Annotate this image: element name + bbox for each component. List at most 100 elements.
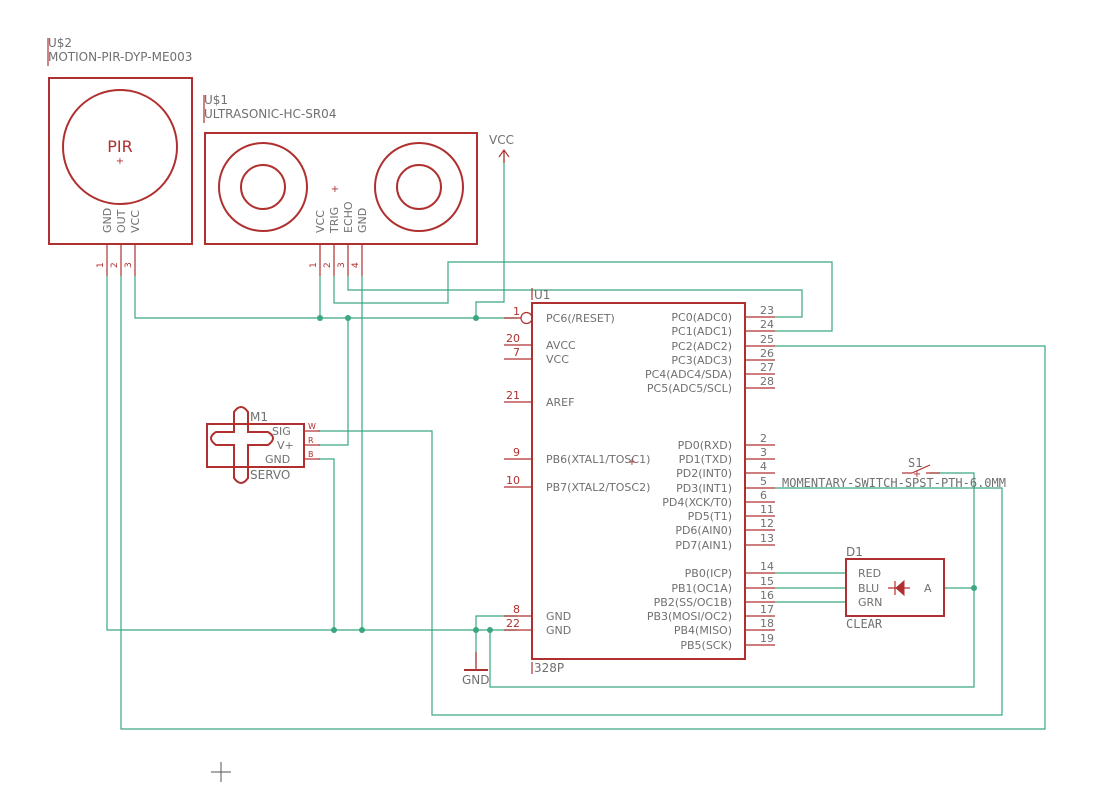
gnd-label: GND (462, 673, 490, 687)
junction (473, 627, 479, 633)
mcu-pin-number: 6 (760, 489, 767, 502)
ultrasonic-body (204, 132, 478, 245)
ultrasonic-value: ULTRASONIC-HC-SR04 (204, 107, 336, 121)
origin-cross-icon: + (628, 457, 636, 468)
switch[interactable]: S1 MOMENTARY-SWITCH-SPST-PTH-6.0MM + (782, 456, 1006, 490)
mcu-pin-name: PC5(ADC5/SCL) (647, 382, 732, 395)
ultrasonic-pin-name: TRIG (328, 207, 341, 234)
rgb-led[interactable]: D1 CLEAR RED BLU GRN A (845, 545, 945, 631)
mcu-pin-number: 8 (513, 603, 520, 616)
mcu-pin-number: 19 (760, 632, 774, 645)
mcu-pin-name: PC0(ADC0) (671, 311, 732, 324)
origin-cross-icon: + (331, 184, 339, 195)
ultrasonic-pin-name: ECHO (342, 201, 355, 233)
ultrasonic-pin-number: 4 (351, 262, 361, 268)
wire-vcc-servo (318, 318, 349, 446)
mcu-pin-number: 9 (513, 446, 520, 459)
servo-value: SERVO (250, 468, 290, 482)
mcu-pin-name: PC4(ADC4/SDA) (645, 368, 732, 381)
mcu-pin-name: PD3(INT1) (676, 482, 732, 495)
mcu-pin-number: 11 (760, 503, 774, 516)
transducer-right-icon (374, 142, 464, 232)
servo-horn-icon (210, 406, 274, 484)
wire-trig (333, 261, 833, 332)
wire-vcc-net (134, 276, 517, 319)
ultrasonic-sensor[interactable]: U$1 ULTRASONIC-HC-SR04 + VCC TRIG ECHO G… (203, 93, 478, 276)
mcu-pin-number: 27 (760, 361, 774, 374)
mcu-pin-number: 21 (506, 389, 520, 402)
servo-refdes: M1 (250, 410, 268, 424)
mcu-pin-name: AREF (546, 396, 574, 409)
servo-pin-name: GND (265, 453, 290, 466)
switch-refdes: S1 (908, 456, 922, 470)
vcc-supply[interactable]: VCC (489, 133, 514, 163)
mcu-pin-name: PB2(SS/OC1B) (654, 596, 732, 609)
mcu-pin-name: PD7(AIN1) (675, 539, 732, 552)
transducer-left-inner-icon (240, 164, 286, 210)
mcu-pin-number: 15 (760, 575, 774, 588)
mcu-pin-number: 1 (513, 305, 520, 318)
mcu-pin-name: PD1(TXD) (679, 453, 732, 466)
mcu-pin-number: 4 (760, 460, 767, 473)
mcu-pin-name: VCC (546, 353, 569, 366)
mcu-pin-number: 18 (760, 617, 774, 630)
wire-servo-sig (318, 430, 1003, 716)
mcu-pin-number: 25 (760, 333, 774, 346)
junction (345, 315, 351, 321)
ultrasonic-pin-number: 2 (323, 262, 333, 268)
mcu-pin-name: PD6(AIN0) (675, 524, 732, 537)
servo-pin-tag: B (308, 450, 314, 459)
wire-pir-out (120, 276, 1046, 730)
switch-lever-icon (911, 464, 931, 474)
mcu-pin-name: AVCC (546, 339, 576, 352)
mcu-pin-name: PD4(XCK/T0) (662, 496, 732, 509)
wire-gnd-net (106, 276, 517, 631)
mcu-pin-name: PB3(MOSI/OC2) (647, 610, 732, 623)
mcu-pin-number: 23 (760, 304, 774, 317)
wires (106, 150, 1046, 730)
led-pin-name: RED (858, 567, 881, 580)
mcu-pin-number: 5 (760, 475, 767, 488)
mcu-pin-number: 13 (760, 532, 774, 545)
gnd-supply[interactable]: GND (462, 652, 490, 687)
mcu-pin-number: 3 (760, 446, 767, 459)
mcu-pin-number: 16 (760, 589, 774, 602)
mcu-pin-name: PB5(SCK) (680, 639, 732, 652)
mcu-pin-number: 28 (760, 375, 774, 388)
pir-sensor[interactable]: U$2 MOTION-PIR-DYP-ME003 PIR + GND OUT V… (47, 36, 193, 276)
mcu-body (531, 302, 746, 660)
mcu-pin-number: 10 (506, 474, 520, 487)
ultrasonic-pin-number: 3 (337, 262, 347, 268)
mcu-pin-name: PC1(ADC1) (671, 325, 732, 338)
mcu-pin-name: PC3(ADC3) (671, 354, 732, 367)
pir-pin-number: 2 (110, 262, 120, 268)
junction (331, 627, 337, 633)
mcu-pin-number: 7 (513, 346, 520, 359)
servo-pin-tag: W (308, 422, 316, 431)
diode-icon (888, 579, 910, 597)
servo-pin-name: V+ (277, 439, 294, 452)
transducer-left-icon (218, 142, 308, 232)
wire-switch-anode (930, 472, 975, 589)
mcu-right-pins: 23PC0(ADC0)24PC1(ADC1)25PC2(ADC2)26PC3(A… (645, 304, 775, 652)
mcu-pin-number: 20 (506, 332, 520, 345)
mcu-pin-number: 26 (760, 347, 774, 360)
led-anode-label: A (924, 582, 932, 595)
led-pin-name: GRN (858, 596, 882, 609)
mcu-pin-name: PD2(INT0) (676, 467, 732, 480)
servo[interactable]: M1 SERVO SIG V+ GND W R B (206, 406, 320, 484)
mcu-pin-name: GND (546, 624, 571, 637)
vcc-label: VCC (489, 133, 514, 147)
pir-pin-name: VCC (129, 210, 142, 233)
pir-pin-name: GND (101, 208, 114, 233)
mcu-pin-name: PD5(T1) (688, 510, 732, 523)
mcu-pin-number: 2 (760, 432, 767, 445)
mcu-atmega328p[interactable]: U1 328P 1PC6(/RESET)20AVCC7VCC21AREF9PB6… (504, 288, 775, 675)
servo-pin-tag: R (308, 436, 314, 445)
pir-refdes: U$2 (48, 36, 72, 50)
crosshair-icon (211, 762, 231, 782)
mcu-left-pins: 1PC6(/RESET)20AVCC7VCC21AREF9PB6(XTAL1/T… (504, 305, 650, 637)
pir-pin-name: OUT (115, 209, 128, 233)
origin-cross-icon: + (913, 469, 921, 480)
junction (971, 585, 977, 591)
